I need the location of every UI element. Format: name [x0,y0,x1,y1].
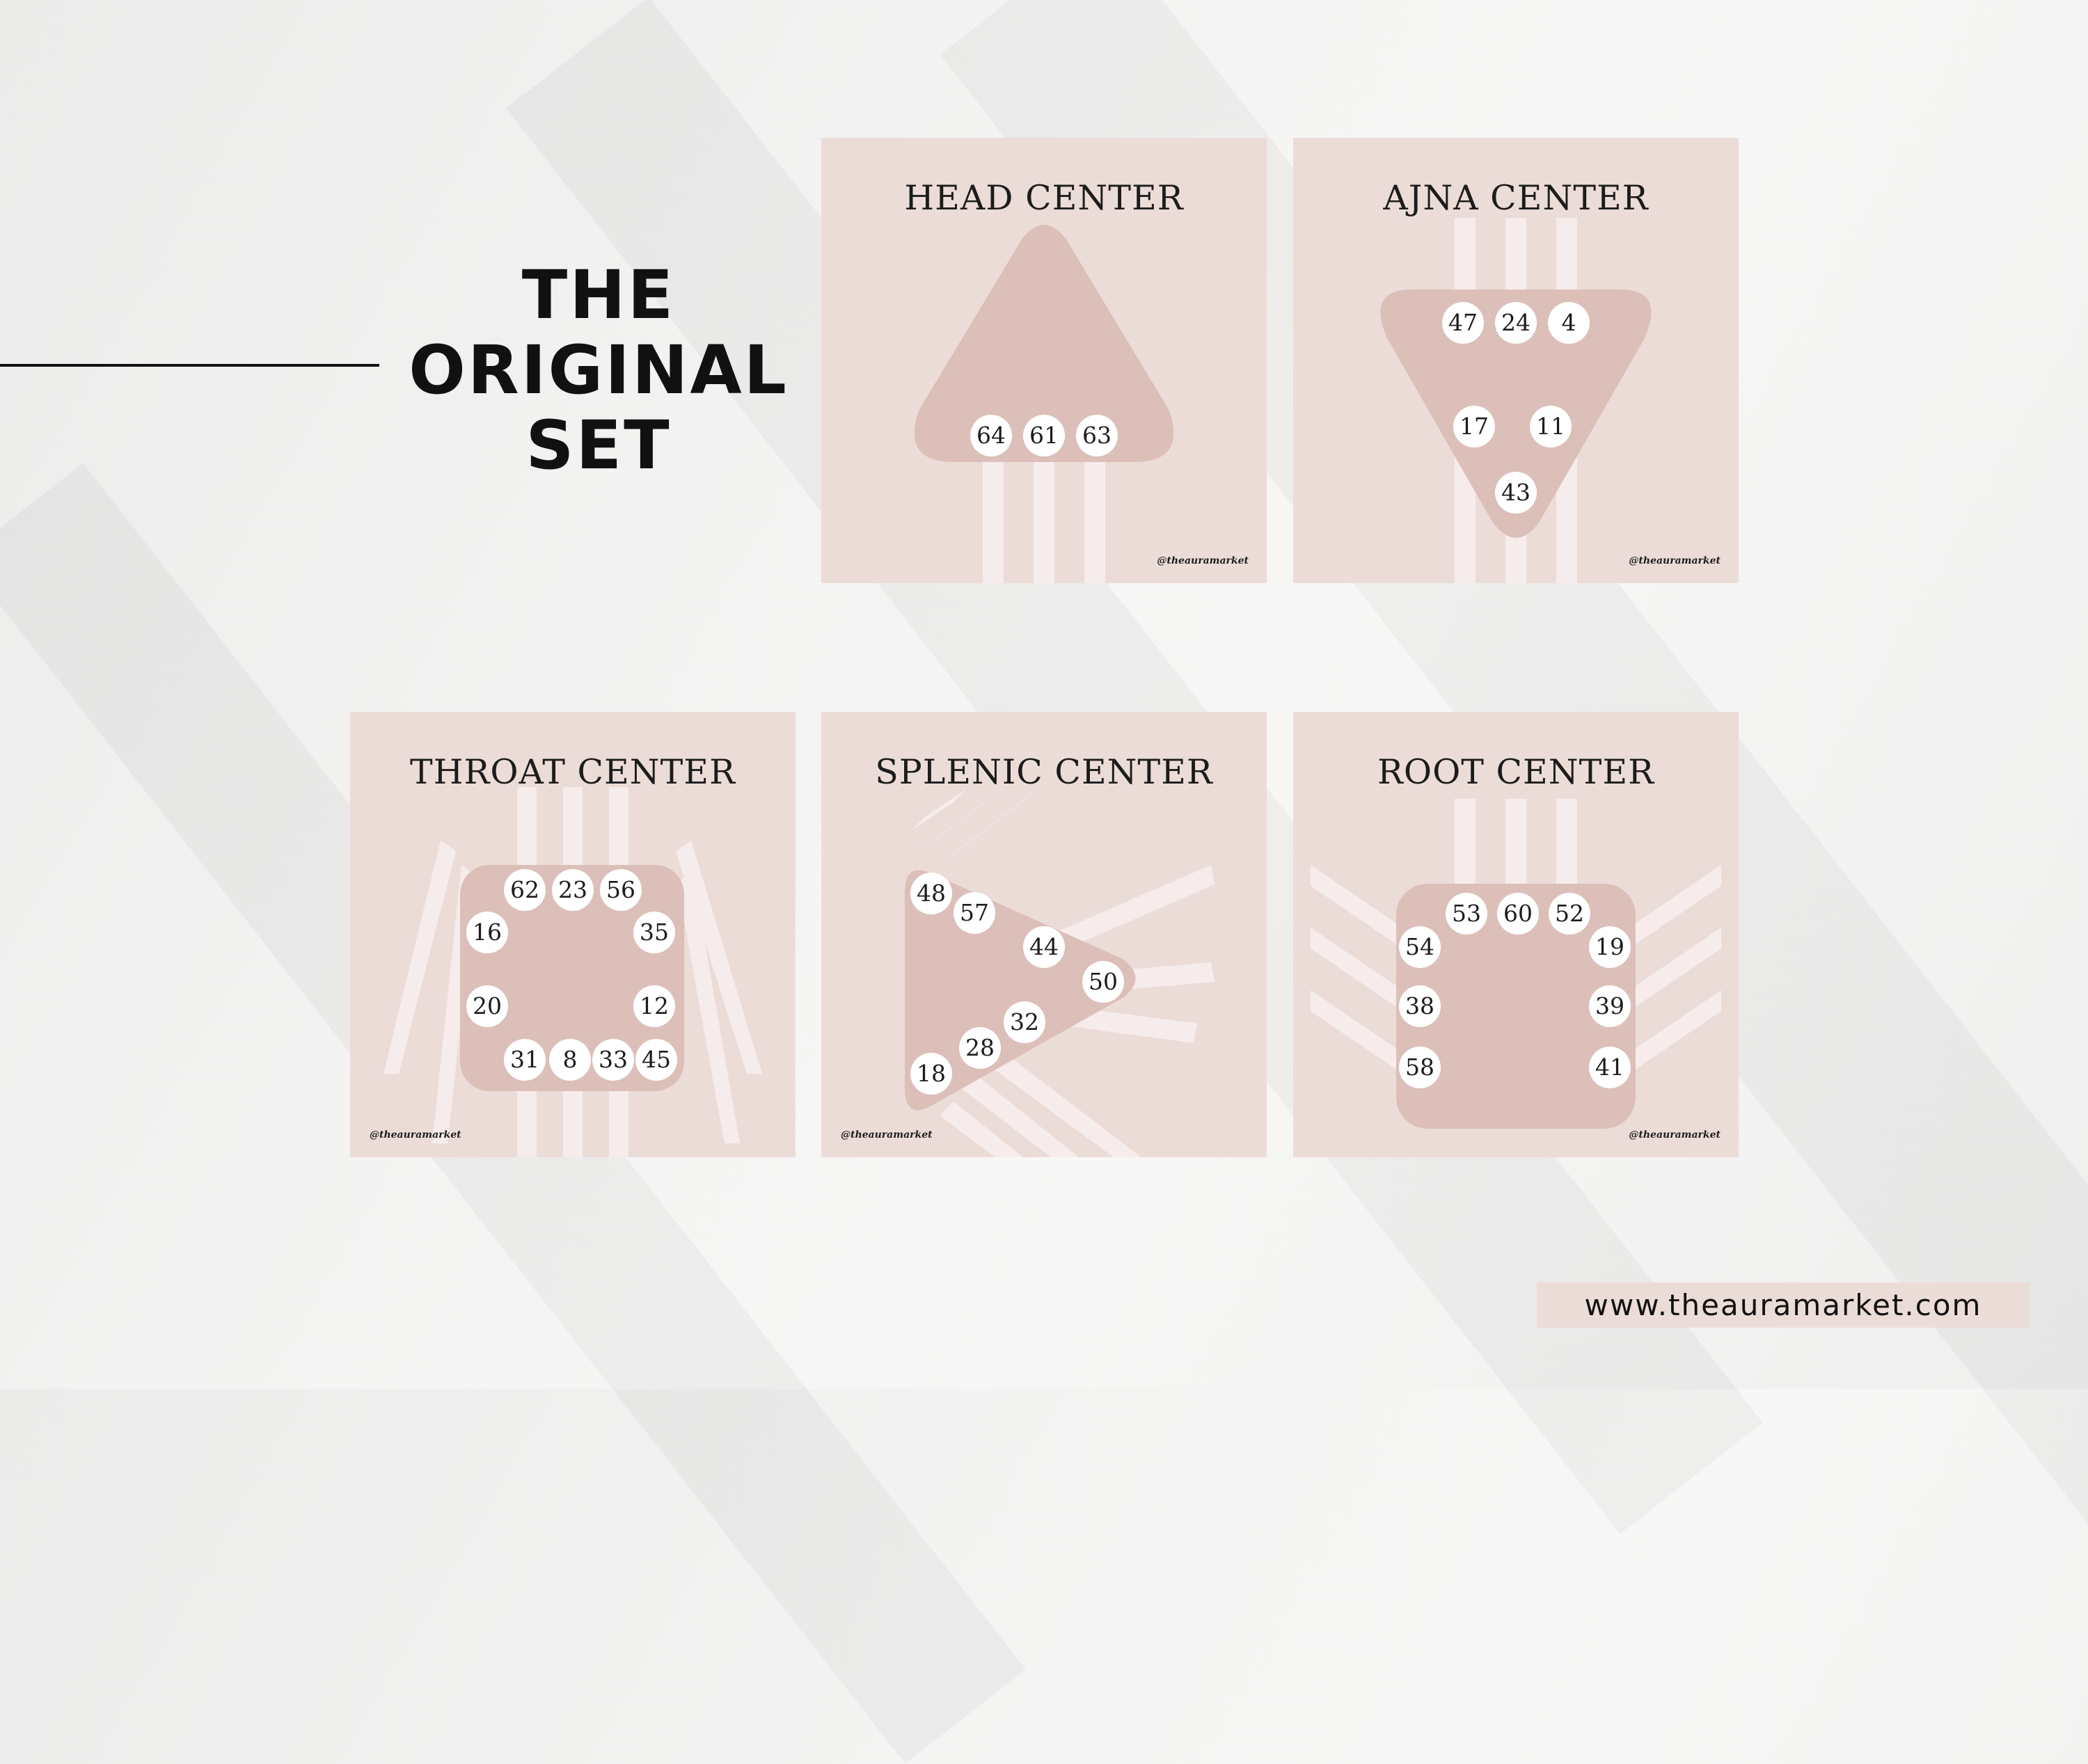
gate-41: 41 [1589,1047,1631,1088]
gate-11: 11 [1530,406,1572,447]
gate-20: 20 [466,985,508,1027]
gate-61: 61 [1023,415,1065,456]
gate-31: 31 [504,1039,546,1081]
card-handle: @theauramarket [1629,555,1721,566]
card-handle: @theauramarket [1157,555,1249,566]
gate-54: 54 [1399,926,1441,968]
website-url: www.theauramarket.com [1584,1288,1982,1322]
gate-24: 24 [1495,302,1537,344]
headline-line-2: ORIGINAL [409,331,789,409]
splenic-center-card: SPLENIC CENTER 48 57 44 50 32 28 18 @the… [821,712,1267,1157]
gate-32: 32 [1004,1001,1045,1043]
gate-60: 60 [1497,893,1539,935]
gate-16: 16 [466,912,508,953]
gate-64: 64 [970,415,1012,456]
head-center-card: HEAD CENTER 64 61 63 @theauramarket [821,138,1267,583]
gate-47: 47 [1442,302,1484,344]
gate-50: 50 [1082,961,1124,1003]
root-center-art [1311,799,1721,1129]
gate-62: 62 [504,869,546,911]
gate-52: 52 [1549,893,1590,935]
gate-8: 8 [549,1039,591,1081]
root-center-card: ROOT CENTER 53 60 52 54 19 38 39 58 41 @… [1293,712,1739,1157]
throat-center-art [383,787,762,1157]
gate-63: 63 [1076,415,1118,456]
headline: THE ORIGINAL SET [390,257,807,483]
gate-33: 33 [592,1039,634,1081]
decorative-line [0,364,379,367]
card-title: SPLENIC CENTER [875,752,1213,792]
gate-58: 58 [1399,1047,1441,1088]
gate-44: 44 [1023,926,1065,968]
website-url-box: www.theauramarket.com [1537,1282,2030,1328]
gate-53: 53 [1446,893,1487,935]
gate-4: 4 [1548,302,1590,344]
gate-48: 48 [910,873,952,914]
ajna-center-art [1380,218,1652,583]
headline-line-3: SET [525,406,672,484]
card-handle: @theauramarket [841,1129,933,1141]
card-title: THROAT CENTER [410,752,736,792]
gate-45: 45 [635,1039,677,1081]
card-handle: @theauramarket [370,1129,461,1141]
gate-43: 43 [1495,472,1537,514]
gate-18: 18 [910,1053,952,1095]
gate-12: 12 [633,985,675,1027]
gate-23: 23 [552,869,594,911]
gate-19: 19 [1589,926,1631,968]
card-title: AJNA CENTER [1383,178,1649,218]
card-title: ROOT CENTER [1377,752,1654,792]
gate-28: 28 [959,1027,1001,1069]
headline-line-1: THE [521,256,676,334]
gate-38: 38 [1399,985,1441,1027]
throat-center-card: THROAT CENTER 62 23 56 16 35 20 12 31 8 … [350,712,796,1157]
gate-56: 56 [600,869,642,911]
gate-39: 39 [1589,985,1631,1027]
gate-17: 17 [1453,406,1495,447]
ajna-center-card: AJNA CENTER 47 24 4 17 11 43 @theauramar… [1293,138,1739,583]
card-title: HEAD CENTER [904,178,1184,218]
gate-57: 57 [954,892,995,934]
card-handle: @theauramarket [1629,1129,1721,1141]
gate-35: 35 [633,912,675,953]
